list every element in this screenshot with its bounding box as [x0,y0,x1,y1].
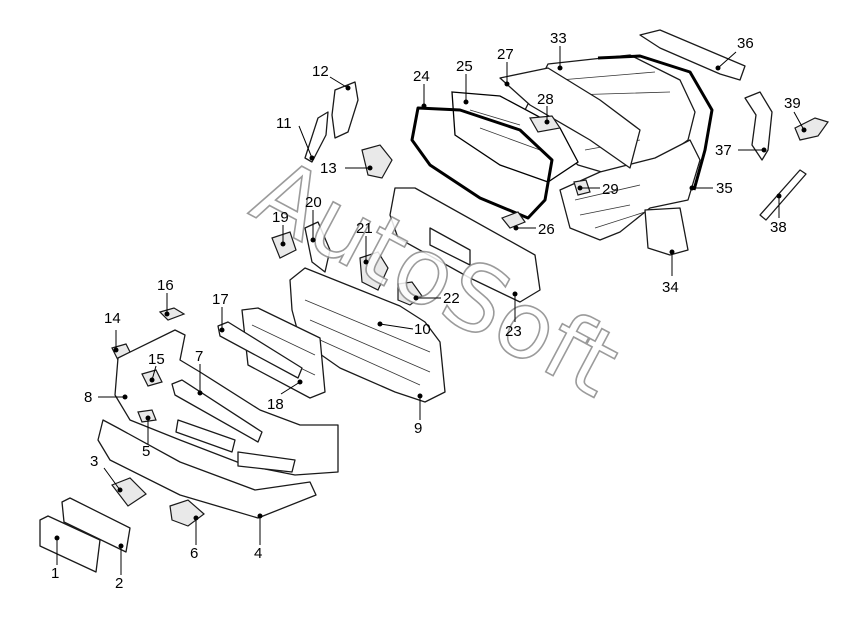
part-8-bumper-cover [114,329,339,476]
callout-34: 34 [662,279,679,296]
part-12-pillar-trim [331,81,359,139]
part-4-lower-spoiler [97,419,317,519]
callout-37: 37 [715,142,732,159]
part-13-lock [361,144,393,179]
callout-28: 28 [537,91,554,108]
leader-lines [54,46,807,575]
part-37-trim [744,91,773,161]
callout-27: 27 [497,46,514,63]
callout-1: 1 [51,565,59,582]
callout-25: 25 [456,58,473,75]
callout-16: 16 [157,277,174,294]
part-2-plate-bracket [61,497,131,553]
callout-35: 35 [716,180,733,197]
callout-15: 15 [148,351,165,368]
callout-4: 4 [254,545,262,562]
callout-labels: 1 2 3 4 5 6 7 8 9 10 11 12 13 14 15 16 1… [51,30,801,592]
part-11-pillar-trim [304,111,329,163]
callout-18: 18 [267,396,284,413]
part-1-plate [39,515,101,573]
callout-24: 24 [413,68,430,85]
part-23-rear-panel [389,187,541,303]
callout-13: 13 [320,160,337,177]
callout-33: 33 [550,30,567,47]
callout-19: 19 [272,209,289,226]
part-25-rear-glass [451,91,579,183]
callout-12: 12 [312,63,329,80]
callout-8: 8 [84,389,92,406]
part-34-trim-panel [644,207,689,256]
callout-3: 3 [90,453,98,470]
callout-6: 6 [190,545,198,562]
part-17-trim-strip [217,321,303,379]
callout-38: 38 [770,219,787,236]
part-7-trim-strip [171,379,263,443]
part-16-clip [158,307,186,321]
part-6-bracket [169,499,205,527]
part-27-spoiler [499,67,641,169]
callout-17: 17 [212,291,229,308]
callout-5: 5 [142,443,150,460]
part-20-bracket [304,221,331,273]
part-28-lamp [529,115,562,133]
callout-22: 22 [443,290,460,307]
part-24-glass-seal [410,106,554,220]
callout-20: 20 [305,194,322,211]
callout-9: 9 [414,420,422,437]
callout-10: 10 [414,321,431,338]
part-38-gas-strut [759,169,807,221]
part-26-clip [501,211,526,229]
part-39-hinge [794,117,829,141]
callout-39: 39 [784,95,801,112]
callout-23: 23 [505,323,522,340]
callout-21: 21 [356,220,373,237]
callout-2: 2 [115,575,123,592]
part-35-tailgate-inner-panel [559,54,714,241]
callout-7: 7 [195,348,203,365]
callout-36: 36 [737,35,754,52]
callout-26: 26 [538,221,555,238]
callout-14: 14 [104,310,121,327]
callout-11: 11 [276,115,292,132]
part-3-bracket [111,477,147,507]
callout-29: 29 [602,181,619,198]
